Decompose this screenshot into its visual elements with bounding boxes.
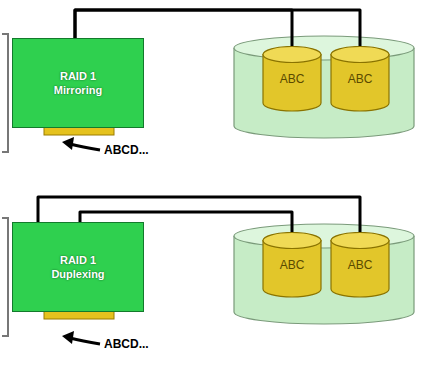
arrow-head [62, 331, 74, 344]
card-label: RAID 1 Duplexing [42, 253, 114, 282]
card-label: RAID 1 Mirroring [42, 69, 114, 98]
raid-controller-card: RAID 1 Mirroring [12, 38, 144, 128]
disk-data: ABC [262, 72, 322, 86]
disk-data: ABC [330, 72, 390, 86]
bottom-panel [2, 218, 414, 344]
data-in-arrow [70, 144, 100, 150]
top-panel [2, 34, 414, 152]
raid-controller-card: RAID 1 Duplexing [12, 222, 144, 312]
disk-data: ABC [330, 258, 390, 272]
mounting-bracket [2, 218, 8, 336]
disk-drive: ABC [262, 46, 322, 112]
mounting-bracket [2, 34, 8, 152]
disk-enclosure [234, 36, 414, 138]
data-in-arrow [70, 338, 100, 344]
disk-enclosure [234, 224, 414, 324]
disk-data: ABC [262, 258, 322, 272]
disk-drive: ABC [330, 46, 390, 112]
disk-drive: ABC [330, 232, 390, 298]
arrow-head [62, 137, 74, 150]
data-stream-label: ABCD... [104, 337, 149, 351]
edge-connector [44, 311, 114, 319]
edge-connector [44, 127, 114, 135]
disk-drive: ABC [262, 232, 322, 298]
data-stream-label: ABCD... [104, 143, 149, 157]
